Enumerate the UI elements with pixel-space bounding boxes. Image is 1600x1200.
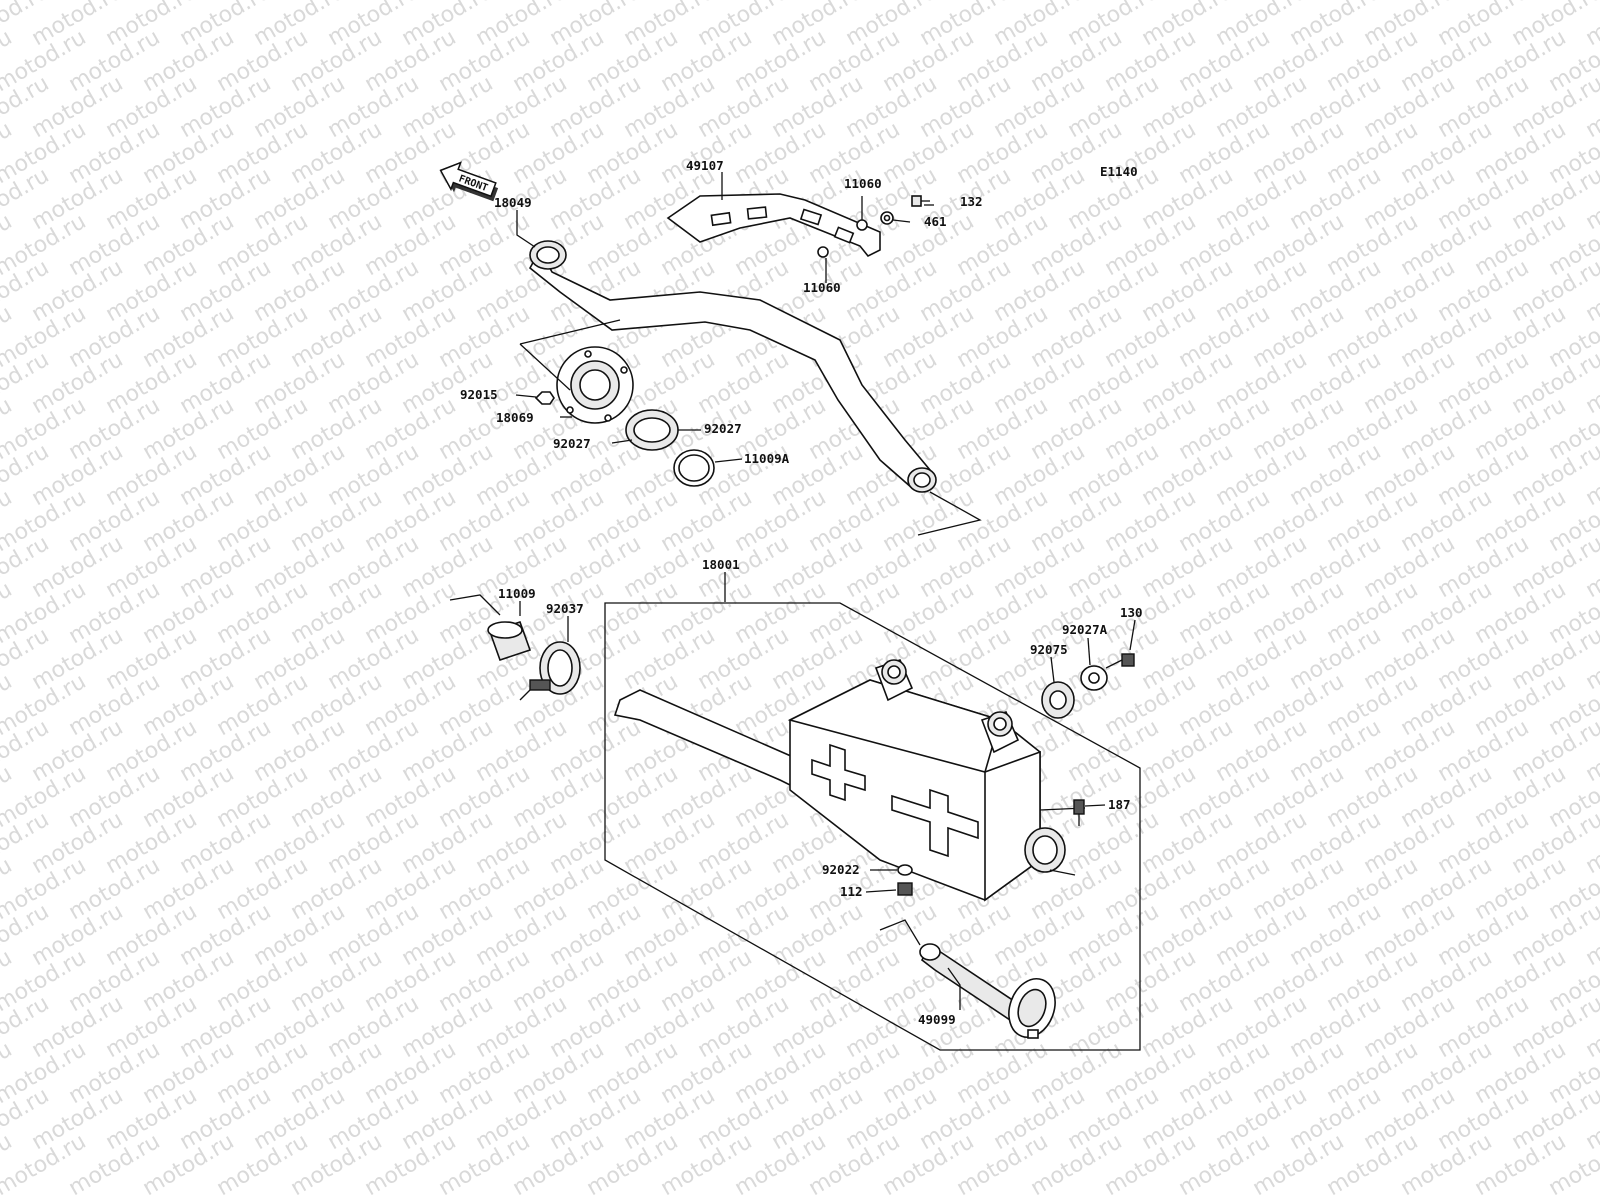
clamp-92037[interactable] [519, 641, 581, 701]
label-11009: 11009 [498, 586, 536, 601]
label-92037: 92037 [546, 601, 584, 616]
gasket-92027[interactable] [625, 409, 679, 451]
muffler-bracket-front [874, 659, 914, 702]
grommet-92075[interactable] [1041, 681, 1075, 719]
diagram-code: E1140 [1100, 164, 1138, 179]
gasket-11009A[interactable] [673, 449, 715, 487]
washer-92022[interactable] [897, 864, 913, 876]
gasket-11009[interactable] [487, 620, 532, 662]
muffler[interactable] [613, 659, 1066, 902]
label-11060-upper: 11060 [844, 176, 882, 191]
exhaust-pipe[interactable] [528, 240, 937, 493]
bolt-187[interactable] [1073, 799, 1085, 826]
nut-92015[interactable] [534, 391, 555, 405]
bolt-132[interactable] [911, 195, 930, 207]
collar-92027A[interactable] [1080, 665, 1108, 691]
label-18069: 18069 [496, 410, 534, 425]
label-11009A: 11009A [744, 451, 790, 466]
label-130: 130 [1120, 605, 1143, 620]
label-49099: 49099 [918, 1012, 956, 1027]
label-92075: 92075 [1030, 642, 1068, 657]
label-461: 461 [924, 214, 947, 229]
label-187: 187 [1108, 797, 1131, 812]
exhaust-flange[interactable] [556, 346, 634, 424]
label-92027-right: 92027 [704, 421, 742, 436]
label-92027A: 92027A [1062, 622, 1108, 637]
label-92015: 92015 [460, 387, 498, 402]
washer-11060-upper[interactable] [856, 219, 868, 231]
label-132: 132 [960, 194, 983, 209]
spark-arrestor[interactable] [919, 943, 1063, 1044]
front-arrow-icon: FRONT [439, 161, 499, 202]
washer-11060-lower[interactable] [817, 246, 829, 258]
label-112: 112 [840, 884, 863, 899]
label-18001: 18001 [702, 557, 740, 572]
muffler-bracket-rear [980, 711, 1020, 754]
label-92027-left: 92027 [553, 436, 591, 451]
heat-guard[interactable] [666, 193, 881, 258]
label-11060-lower: 11060 [803, 280, 841, 295]
label-49107: 49107 [686, 158, 724, 173]
bolt-130[interactable] [1105, 653, 1135, 669]
bolt-112[interactable] [897, 882, 913, 896]
label-92022: 92022 [822, 862, 860, 877]
label-18049: 18049 [494, 195, 532, 210]
